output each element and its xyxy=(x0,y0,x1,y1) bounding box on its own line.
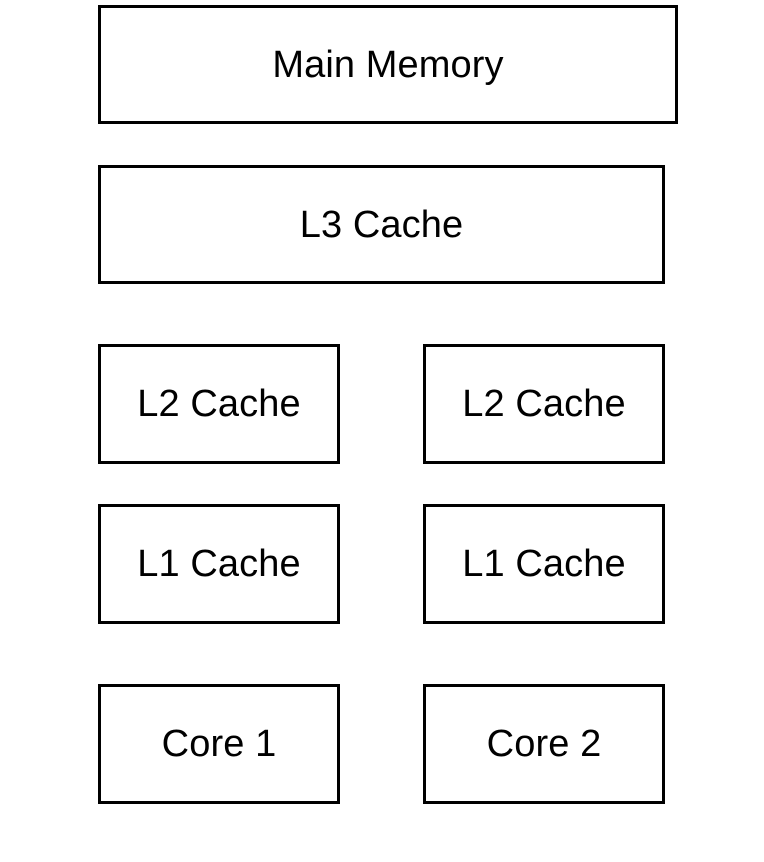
core-1-box: Core 1 xyxy=(98,684,340,804)
main-memory-box: Main Memory xyxy=(98,5,678,124)
core-2-label: Core 2 xyxy=(486,723,602,765)
l1-cache-core2-label: L1 Cache xyxy=(462,543,626,585)
l2-cache-core2-box: L2 Cache xyxy=(423,344,665,464)
l1-cache-core2-box: L1 Cache xyxy=(423,504,665,624)
l2-cache-core1-box: L2 Cache xyxy=(98,344,340,464)
l1-cache-core1-label: L1 Cache xyxy=(137,543,301,585)
l3-cache-box: L3 Cache xyxy=(98,165,665,284)
core-1-label: Core 1 xyxy=(161,723,277,765)
l2-cache-core1-label: L2 Cache xyxy=(137,383,301,425)
l2-cache-core2-label: L2 Cache xyxy=(462,383,626,425)
core-2-box: Core 2 xyxy=(423,684,665,804)
l1-cache-core1-box: L1 Cache xyxy=(98,504,340,624)
main-memory-label: Main Memory xyxy=(272,43,504,86)
l3-cache-label: L3 Cache xyxy=(299,203,464,246)
